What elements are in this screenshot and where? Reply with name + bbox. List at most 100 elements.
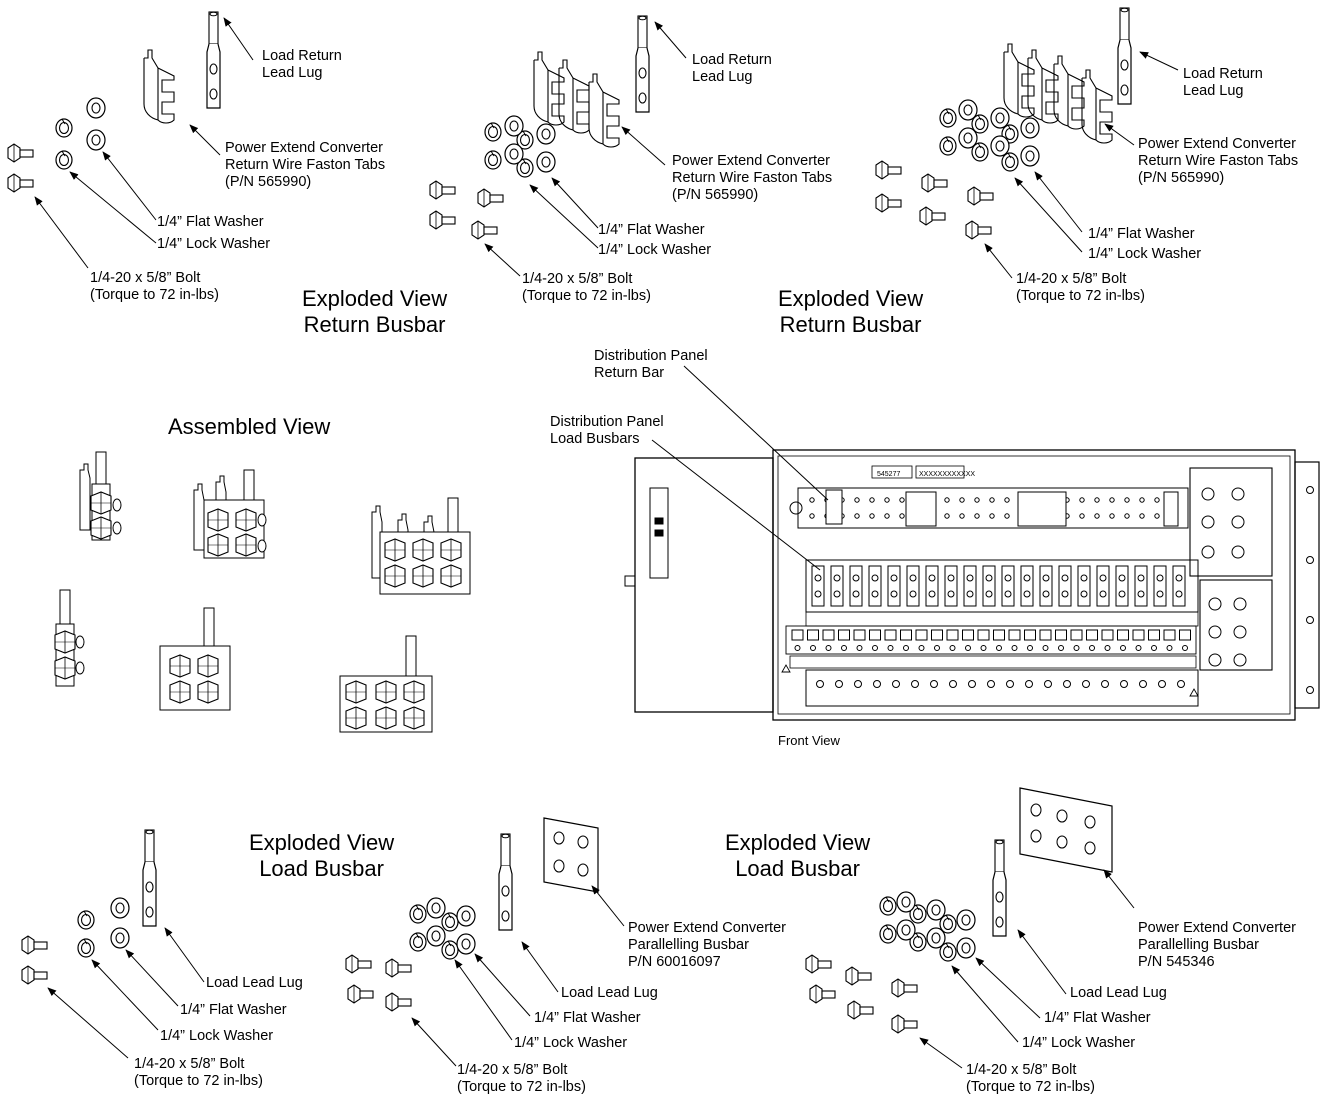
breaker-dot	[1135, 645, 1142, 651]
load-lug-bolt	[1004, 574, 1012, 582]
exploded-load-medium	[345, 817, 625, 1067]
breaker-dot	[825, 645, 832, 651]
breaker-slot	[884, 629, 897, 641]
fuse-hole	[1101, 680, 1109, 688]
load-lug	[1096, 565, 1110, 607]
load-lug	[849, 565, 863, 607]
breaker-slot	[931, 629, 943, 641]
assembled-load-small	[54, 589, 85, 687]
load-lug-bolt	[1061, 574, 1069, 582]
fuse-hole	[911, 680, 919, 688]
load-lug	[1172, 565, 1186, 607]
breaker-dot	[1089, 645, 1095, 651]
breaker-dot	[1120, 645, 1126, 651]
breaker-slot	[1117, 629, 1129, 641]
breaker-dot	[1073, 645, 1080, 651]
load-lug-bolt	[1023, 590, 1031, 598]
breaker-slot	[1179, 629, 1191, 641]
load-lug-bolt	[890, 574, 898, 582]
load-lug-bolt	[814, 574, 822, 582]
load-lug-bolt	[1175, 590, 1183, 598]
distribution-panel-front-view	[624, 449, 1320, 721]
return-bar-hole	[1154, 513, 1160, 519]
load-lug-bolt	[1156, 590, 1164, 598]
breaker-slot	[1132, 629, 1145, 641]
return-bar-hole	[1004, 497, 1010, 503]
return-bar-hole	[989, 497, 995, 503]
breaker-dot	[887, 645, 894, 651]
assembled-return-large	[371, 497, 471, 595]
breaker-slot	[900, 629, 912, 641]
load-lug	[868, 565, 882, 607]
assembled-return-medium	[193, 469, 267, 559]
breaker-dot	[1182, 645, 1188, 651]
load-lug	[1134, 565, 1148, 607]
return-bar-hole	[884, 513, 890, 519]
callout-lock-washer-5: 1/4” Lock Washer	[514, 1035, 628, 1051]
label-front-view: Front View	[778, 733, 840, 748]
return-bar-hole	[1109, 513, 1115, 519]
return-bar-hole	[1124, 497, 1130, 503]
return-bar-hole	[959, 513, 965, 519]
return-bar-hole	[899, 497, 905, 503]
breaker-slot	[962, 629, 974, 641]
breaker-dot	[934, 645, 940, 651]
breaker-slot	[822, 629, 835, 641]
load-lug-bolt	[1118, 574, 1126, 582]
return-bar-leader	[683, 365, 829, 501]
breaker-dot	[996, 645, 1002, 651]
panel-part-number: 545277	[877, 471, 900, 478]
return-bar-hole	[1094, 513, 1100, 519]
callout-bolt-2: 1/4-20 x 5/8” Bolt(Torque to 72 in-lbs)	[522, 271, 651, 304]
return-bar-hole	[1139, 497, 1145, 503]
breaker-slot	[915, 629, 928, 641]
load-lug-bolt	[1118, 590, 1126, 598]
load-lug	[1039, 565, 1053, 607]
callout-bolt-5: 1/4-20 x 5/8” Bolt(Torque to 72 in-lbs)	[457, 1062, 586, 1095]
load-lug-bolt	[1099, 590, 1107, 598]
breaker-slot	[1008, 629, 1021, 641]
load-lug	[1058, 565, 1072, 607]
exploded-load-large	[805, 787, 1135, 1069]
breaker-slot	[853, 629, 866, 641]
load-lug	[1001, 565, 1015, 607]
breaker-slot	[1039, 629, 1052, 641]
return-bar-hole	[809, 497, 815, 503]
callout-flat-washer-6: 1/4” Flat Washer	[1044, 1010, 1151, 1026]
load-lug	[982, 565, 996, 607]
callout-flat-washer-4: 1/4” Flat Washer	[180, 1002, 287, 1018]
load-lug-bolt	[871, 574, 879, 582]
fuse-hole	[1177, 680, 1185, 688]
load-lug-bolt	[947, 590, 955, 598]
load-lug-bolt	[871, 590, 879, 598]
load-lug-bolt	[1080, 590, 1088, 598]
load-lug	[925, 565, 939, 607]
breaker-dot	[872, 645, 878, 651]
fuse-hole	[816, 680, 824, 688]
load-lug-bolt	[966, 574, 974, 582]
callout-flat-washer-2: 1/4” Flat Washer	[598, 222, 705, 238]
breaker-dot	[949, 645, 956, 651]
load-lug-bolt	[833, 590, 841, 598]
callout-lock-washer-4: 1/4” Lock Washer	[160, 1028, 274, 1044]
heading-assembled-view: Assembled View	[168, 414, 331, 439]
load-lug-bolt	[947, 574, 955, 582]
breaker-slot	[946, 629, 959, 641]
load-lug	[944, 565, 958, 607]
callout-lock-washer-6: 1/4” Lock Washer	[1022, 1035, 1136, 1051]
breaker-slot	[993, 629, 1005, 641]
breaker-dot	[1151, 645, 1157, 651]
callout-bolt-4: 1/4-20 x 5/8” Bolt(Torque to 72 in-lbs)	[134, 1056, 263, 1089]
exploded-load-small	[21, 829, 205, 1059]
fuse-hole	[873, 680, 881, 688]
load-lug-bolt	[928, 574, 936, 582]
fuse-hole	[1044, 680, 1052, 688]
return-bar-hole	[1079, 513, 1085, 519]
fuse-hole	[987, 680, 995, 688]
load-lug-bolt	[852, 590, 860, 598]
